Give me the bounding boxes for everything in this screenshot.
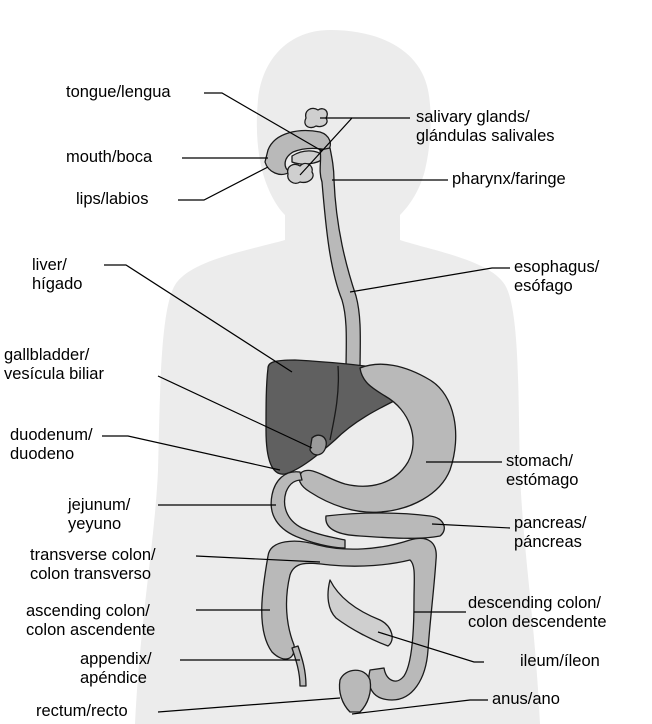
- label-lips: lips/labios: [76, 190, 148, 209]
- label-esophagus-line2: esófago: [514, 277, 599, 296]
- label-ascending-line2: colon ascendente: [26, 621, 155, 640]
- label-tongue-text: tongue/lengua: [66, 83, 171, 102]
- label-jejunum: jejunum/ yeyuno: [68, 496, 130, 534]
- label-duodenum: duodenum/ duodeno: [10, 426, 93, 464]
- label-ileum-text: ileum/íleon: [520, 652, 600, 671]
- pancreas-shape: [326, 513, 444, 538]
- label-liver: liver/ hígado: [32, 256, 82, 294]
- label-anus-text: anus/ano: [492, 690, 560, 709]
- label-ascending-colon: ascending colon/ colon ascendente: [26, 602, 155, 640]
- label-esophagus: esophagus/ esófago: [514, 258, 599, 296]
- label-jejunum-line2: yeyuno: [68, 515, 130, 534]
- label-rectum-text: rectum/recto: [36, 702, 128, 721]
- label-ileum: ileum/íleon: [520, 652, 600, 671]
- label-mouth-text: mouth/boca: [66, 148, 152, 167]
- label-rectum: rectum/recto: [36, 702, 128, 721]
- label-ascending-line1: ascending colon/: [26, 602, 155, 621]
- salivary-gland-lower: [288, 164, 313, 184]
- label-stomach: stomach/ estómago: [506, 452, 578, 490]
- label-gallbladder-line1: gallbladder/: [4, 346, 104, 365]
- label-liver-line1: liver/: [32, 256, 82, 275]
- label-stomach-line1: stomach/: [506, 452, 578, 471]
- label-pancreas-line1: pancreas/: [514, 514, 586, 533]
- label-liver-line2: hígado: [32, 275, 82, 294]
- label-appendix-line2: apéndice: [80, 669, 152, 688]
- label-duodenum-line1: duodenum/: [10, 426, 93, 445]
- label-appendix: appendix/ apéndice: [80, 650, 152, 688]
- label-pharynx: pharynx/faringe: [452, 170, 566, 189]
- label-descending-colon: descending colon/ colon descendente: [468, 594, 607, 632]
- label-salivary-line1: salivary glands/: [416, 108, 555, 127]
- label-gallbladder-line2: vesícula biliar: [4, 365, 104, 384]
- label-tongue: tongue/lengua: [66, 83, 171, 102]
- label-anus: anus/ano: [492, 690, 560, 709]
- label-stomach-line2: estómago: [506, 471, 578, 490]
- label-descending-line2: colon descendente: [468, 613, 607, 632]
- label-pancreas: pancreas/ páncreas: [514, 514, 586, 552]
- label-pharynx-text: pharynx/faringe: [452, 170, 566, 189]
- label-transverse-line2: colon transverso: [30, 565, 156, 584]
- label-salivary-line2: glándulas salivales: [416, 127, 555, 146]
- leader-lips: [178, 167, 268, 200]
- gallbladder-shape: [310, 435, 326, 455]
- label-gallbladder: gallbladder/ vesícula biliar: [4, 346, 104, 384]
- label-transverse-colon: transverse colon/ colon transverso: [30, 546, 156, 584]
- label-jejunum-line1: jejunum/: [68, 496, 130, 515]
- label-descending-line1: descending colon/: [468, 594, 607, 613]
- label-esophagus-line1: esophagus/: [514, 258, 599, 277]
- label-appendix-line1: appendix/: [80, 650, 152, 669]
- label-pancreas-line2: páncreas: [514, 533, 586, 552]
- label-duodenum-line2: duodeno: [10, 445, 93, 464]
- label-salivary-glands: salivary glands/ glándulas salivales: [416, 108, 555, 146]
- label-transverse-line1: transverse colon/: [30, 546, 156, 565]
- label-mouth: mouth/boca: [66, 148, 152, 167]
- label-lips-text: lips/labios: [76, 190, 148, 209]
